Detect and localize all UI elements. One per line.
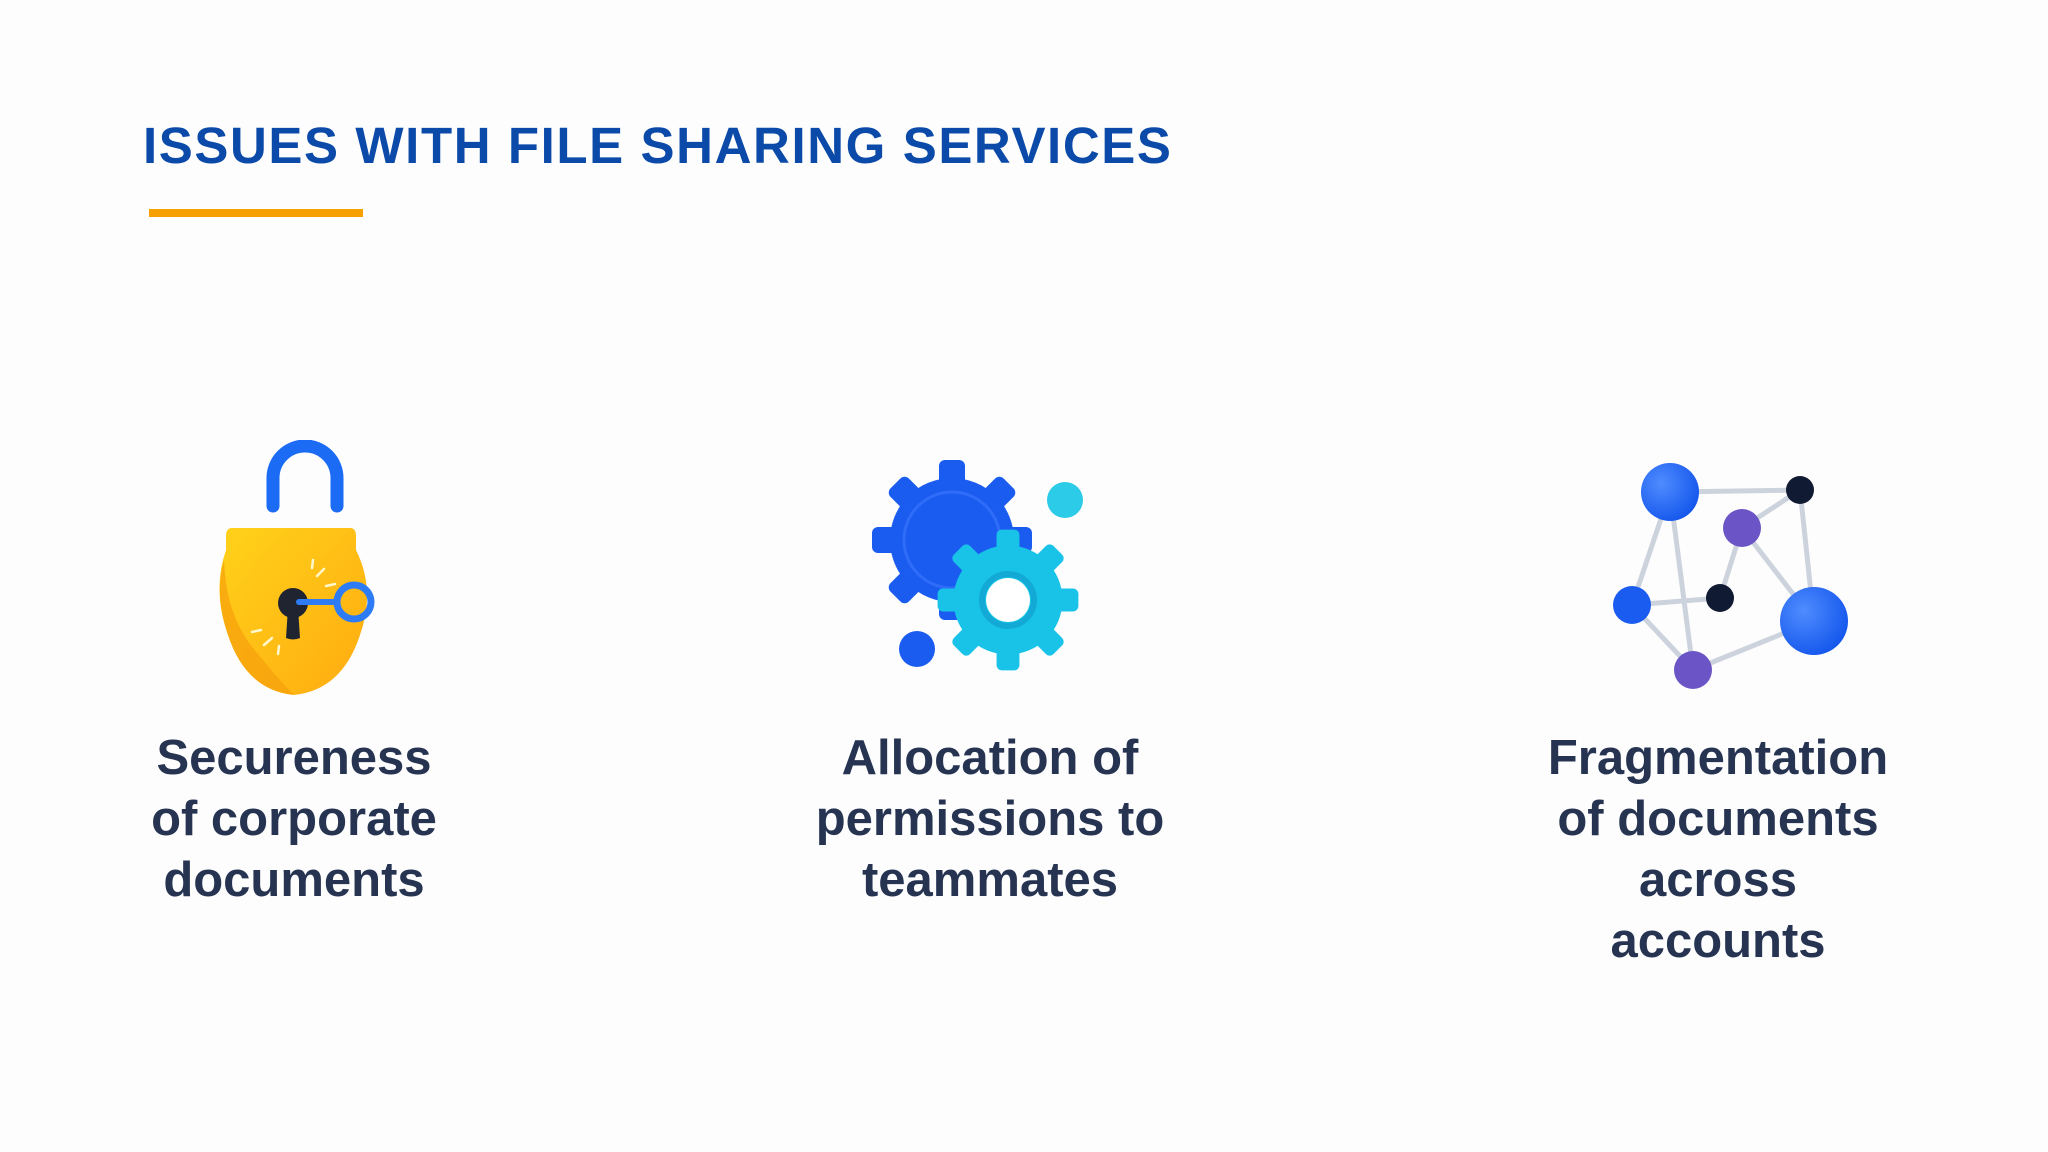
issue-label-fragmentation: Fragmentation of documents across accoun… — [1438, 728, 1998, 972]
issue-label-line: teammates — [861, 853, 1119, 907]
issue-label-line: Secureness — [156, 731, 432, 785]
padlock-key-icon — [164, 440, 424, 710]
issue-label-line: accounts — [1610, 914, 1826, 968]
issue-label-line: of documents — [1557, 792, 1879, 846]
issue-label-line: documents — [163, 853, 425, 907]
issue-label-secureness: Secureness of corporate documents — [14, 728, 574, 911]
issue-label-line: across — [1638, 853, 1797, 907]
issue-label-allocation: Allocation of permissions to teammates — [710, 728, 1270, 911]
issue-label-line: Allocation of — [841, 731, 1139, 785]
issue-label-line: Fragmentation — [1547, 731, 1889, 785]
issue-label-line: of corporate — [151, 792, 437, 846]
issue-label-line: permissions to — [815, 792, 1165, 846]
gears-icon — [860, 440, 1120, 710]
network-nodes-icon — [1588, 440, 1848, 710]
slide-title: ISSUES WITH FILE SHARING SERVICES — [143, 117, 1173, 175]
title-underline — [149, 209, 363, 217]
